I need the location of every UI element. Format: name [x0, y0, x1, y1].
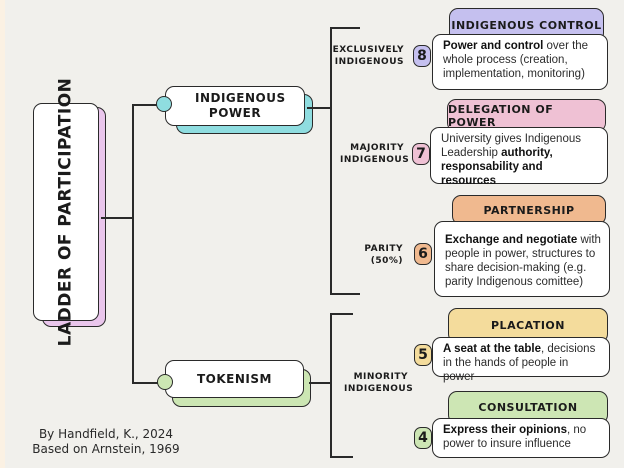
tokenism-label: Tokenism: [197, 371, 272, 386]
title-box: Ladder of Participation: [33, 78, 99, 346]
indigenous-power-label: Indigenous Power: [195, 91, 286, 120]
rung-6-number: 6: [414, 243, 432, 265]
rung-8-description: Power and control over the whole process…: [432, 34, 608, 90]
trunk-line: [132, 104, 134, 383]
power-bracket-top: [330, 27, 360, 29]
page-edge: [0, 0, 5, 468]
power-bracket-bottom: [330, 293, 360, 295]
tokenism-bracket-bottom: [330, 456, 353, 458]
rung-6-description: Exchange and negotiate with people in po…: [434, 221, 610, 297]
tokenism-bracket: [330, 313, 332, 457]
rung-4-description: Express their opinions, no power to insu…: [432, 418, 610, 458]
group-label-parity: Parity (50%): [364, 244, 403, 266]
power-connector: [307, 107, 330, 109]
credit: By Handfield, K., 2024 Based on Arnstein…: [26, 427, 186, 457]
group-label-minority-indigenous: Minority Indigenous: [344, 372, 414, 394]
rung-6-title: Partnership: [452, 195, 606, 225]
tokenism-node: Tokenism: [165, 360, 304, 398]
credit-author: By Handfield, K., 2024: [38, 427, 174, 441]
rung-5-description: A seat at the table, decisions in the ha…: [432, 337, 610, 383]
rung-7-number: 7: [412, 143, 430, 165]
indigenous-power-node: Indigenous Power: [165, 86, 305, 126]
title-connector: [101, 217, 133, 219]
power-bracket: [330, 27, 332, 294]
tokenism-connector: [309, 382, 330, 384]
credit-source: Based on Arnstein, 1969: [32, 442, 180, 456]
rung-8-number: 8: [413, 45, 431, 67]
group-label-exclusively-indigenous: Exclusively Indigenous: [332, 45, 404, 67]
tokenism-bracket-top: [330, 313, 353, 315]
rung-5-number: 5: [414, 344, 432, 366]
trunk-to-tokenism: [132, 382, 158, 384]
indigenous-power-dot: [156, 96, 172, 112]
group-label-majority-indigenous: Majority Indigenous: [340, 143, 410, 165]
page-title: Ladder of Participation: [55, 77, 76, 347]
trunk-to-power: [132, 104, 158, 106]
rung-7-description: University gives Indigenous Leadership a…: [430, 127, 608, 187]
tokenism-dot: [157, 374, 173, 390]
rung-4-number: 4: [414, 427, 432, 449]
